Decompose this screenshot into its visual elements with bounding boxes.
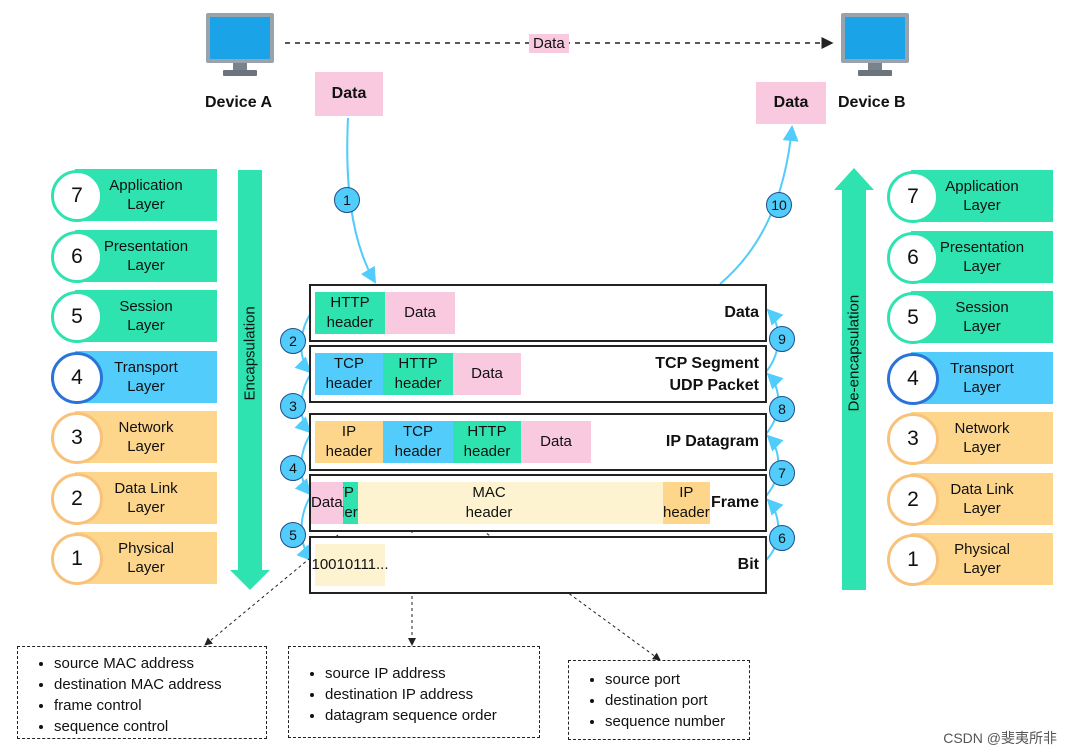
- step-10-marker: 10: [766, 192, 792, 218]
- device-b-monitor-icon: [840, 12, 910, 78]
- step-1-marker: 1: [334, 187, 360, 213]
- device-b-label: Device B: [838, 94, 906, 111]
- right-layer-4-number: 4: [887, 352, 939, 405]
- pdu-4-title: Frame: [710, 494, 759, 511]
- pdu-3-segment-4: Data: [521, 421, 591, 463]
- right-layer-5-number: 5: [887, 292, 939, 344]
- left-layer-1-number: 1: [51, 533, 103, 585]
- detail-item: datagram sequence order: [325, 705, 539, 726]
- detail-item: sequence number: [605, 711, 749, 732]
- ip-detail-list: source IP addressdestination IP addressd…: [289, 663, 539, 726]
- left-layer-7-number: 7: [51, 170, 103, 222]
- right-layer-6-number: 6: [887, 231, 939, 284]
- pdu-5-segment-1: 10010111...: [312, 544, 389, 586]
- detail-item: destination port: [605, 690, 749, 711]
- link-data-label: Data: [529, 34, 569, 53]
- step-5-marker: 5: [280, 522, 306, 548]
- pdu-frame-5: 10010111... Bit: [309, 536, 767, 594]
- tcp-header-details: source portdestination portsequence numb…: [568, 660, 750, 740]
- right-layer-7-number: 7: [887, 171, 939, 223]
- mac-detail-list: source MAC addressdestination MAC addres…: [18, 653, 266, 737]
- device-a-label: Device A: [205, 94, 272, 111]
- step-2-marker: 2: [280, 328, 306, 354]
- detail-item: frame control: [54, 695, 266, 716]
- pdu-frame-4: MACheaderIPheaderTCPheaderHTTPheaderData…: [309, 474, 767, 532]
- left-layer-5-number: 5: [51, 291, 103, 343]
- detail-item: destination MAC address: [54, 674, 266, 695]
- encapsulation-label: Encapsulation: [241, 306, 259, 401]
- detail-item: source port: [605, 669, 749, 690]
- pdu-2-segment-3: Data: [453, 353, 521, 395]
- pdu-4-segment-5: Data: [311, 482, 343, 524]
- step-3-marker: 3: [280, 393, 306, 419]
- pdu-3-title: IP Datagram: [665, 433, 759, 450]
- detail-item: destination IP address: [325, 684, 539, 705]
- right-layer-3-number: 3: [887, 413, 939, 465]
- left-layer-2-number: 2: [51, 472, 103, 525]
- left-layer-4-number: 4: [51, 351, 103, 404]
- right-layer-2-number: 2: [887, 473, 939, 526]
- pdu-1-title: Data: [724, 304, 759, 321]
- detail-item: source MAC address: [54, 653, 266, 674]
- step-8-marker: 8: [769, 396, 795, 422]
- ip-header-details: source IP addressdestination IP addressd…: [288, 646, 540, 738]
- pdu-5-title: Bit: [737, 556, 759, 573]
- step-9-marker: 9: [769, 326, 795, 352]
- detail-item: sequence control: [54, 716, 266, 737]
- step-6-marker: 6: [769, 525, 795, 551]
- data-b-box: Data: [756, 82, 826, 124]
- pdu-1-segment-2: Data: [385, 292, 455, 334]
- right-layer-1-number: 1: [887, 534, 939, 586]
- step-7-marker: 7: [769, 460, 795, 486]
- data-a-box: Data: [315, 72, 383, 116]
- mac-header-details: source MAC addressdestination MAC addres…: [17, 646, 267, 739]
- tcp-detail-list: source portdestination portsequence numb…: [569, 669, 749, 732]
- left-layer-3-number: 3: [51, 412, 103, 464]
- left-layer-6-number: 6: [51, 230, 103, 283]
- deencapsulation-label: De-encapsulation: [845, 294, 863, 412]
- step-4-marker: 4: [280, 455, 306, 481]
- watermark: CSDN @斐夷所非: [943, 730, 1057, 746]
- device-a-monitor-icon: [205, 12, 275, 78]
- detail-item: source IP address: [325, 663, 539, 684]
